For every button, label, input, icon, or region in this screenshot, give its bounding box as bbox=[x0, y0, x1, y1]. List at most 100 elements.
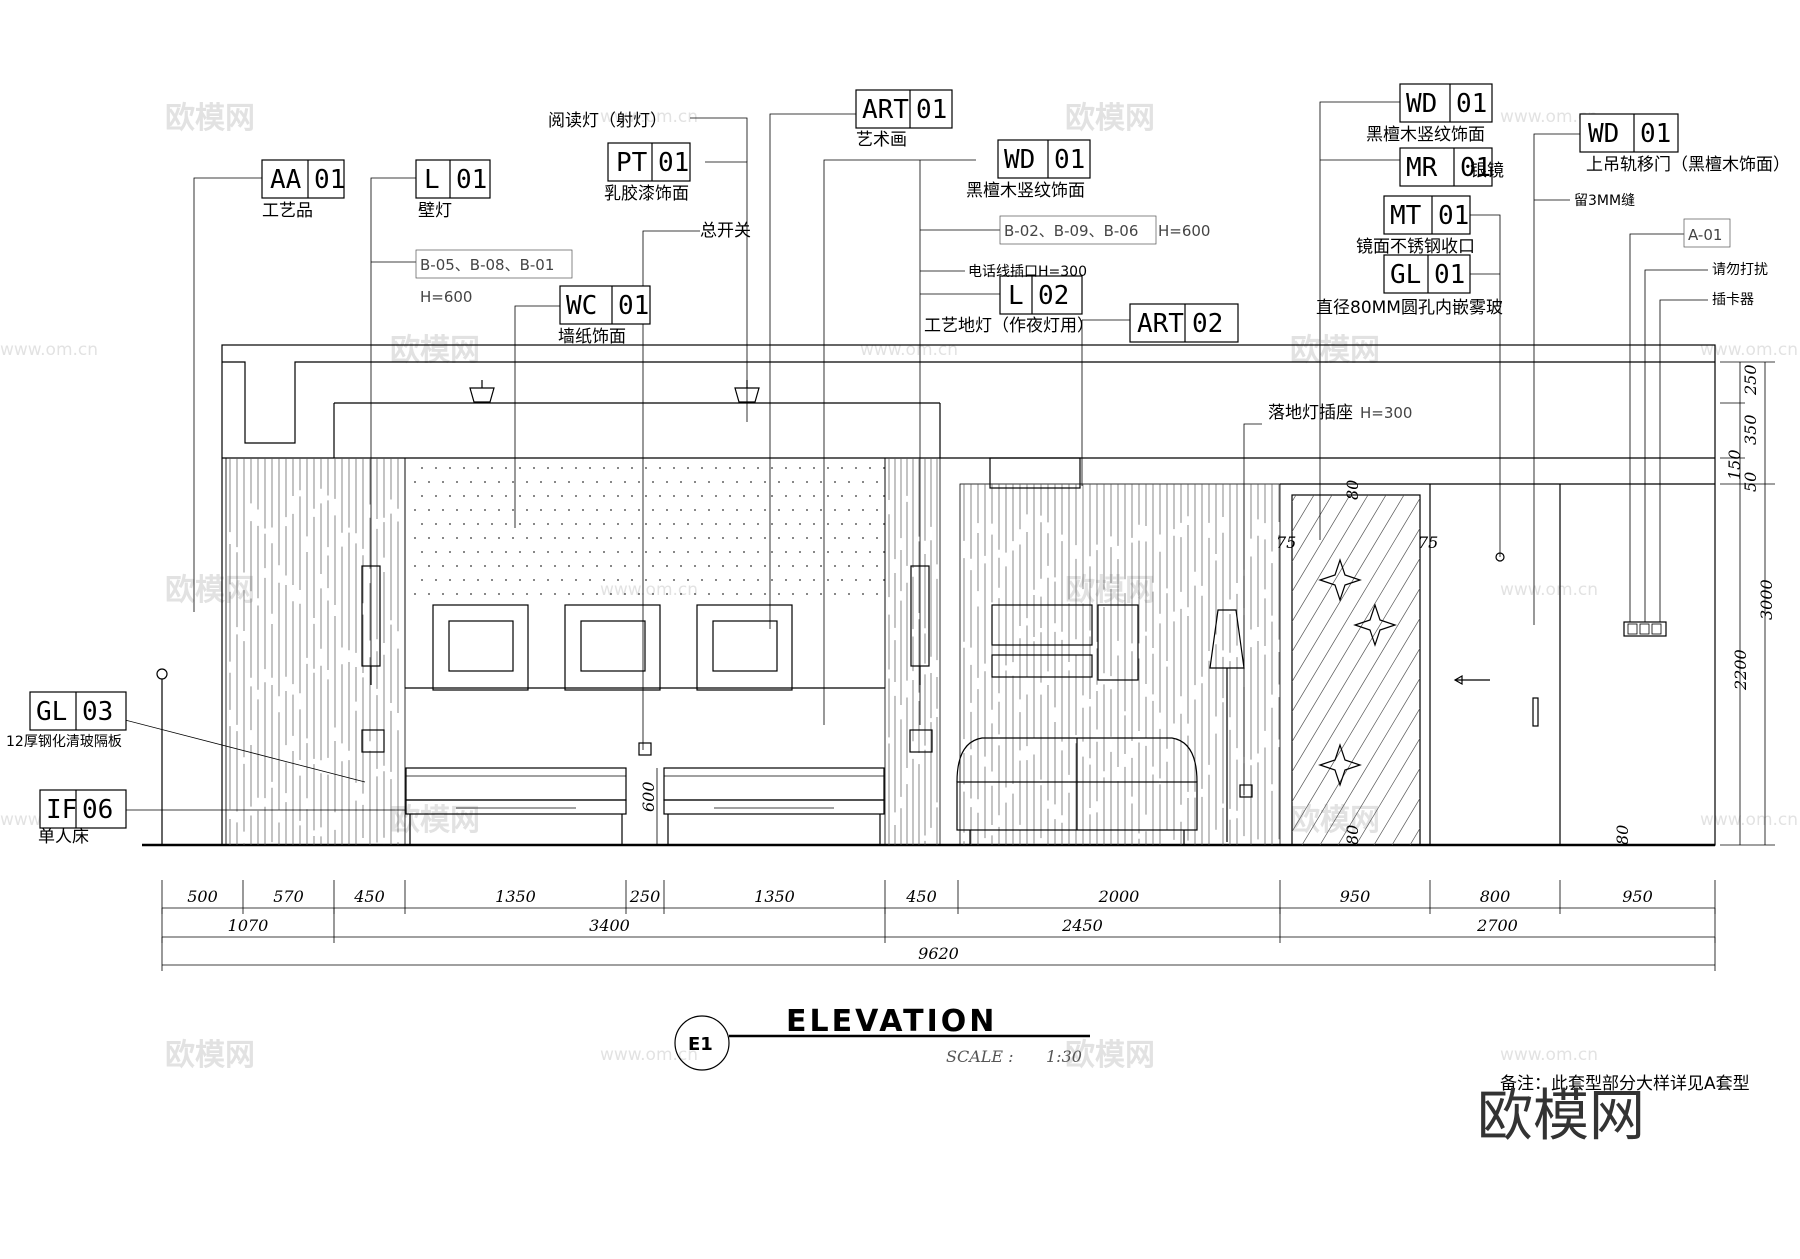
wallpaper-dot bbox=[687, 551, 689, 553]
wallpaper-dot bbox=[799, 551, 801, 553]
wallpaper-dot bbox=[575, 523, 577, 525]
wallpaper-dot bbox=[743, 523, 745, 525]
wallpaper-dot bbox=[757, 551, 759, 553]
wallpaper-dot bbox=[883, 467, 885, 469]
tag-l02: L 02 工艺地灯（作夜灯用） bbox=[924, 275, 1094, 336]
tag-label: 艺术画 bbox=[856, 130, 907, 150]
wallpaper-dot bbox=[834, 593, 836, 595]
wallpaper-dot bbox=[813, 495, 815, 497]
wallpaper-dot bbox=[470, 481, 472, 483]
dim-right-3000: 3000 bbox=[1757, 579, 1776, 620]
wallpaper-dot bbox=[883, 523, 885, 525]
wallpaper-dot bbox=[582, 593, 584, 595]
wallpaper-dot bbox=[442, 565, 444, 567]
wallpaper-dot bbox=[554, 509, 556, 511]
brand-logo: 欧模网 bbox=[1477, 1084, 1645, 1149]
mirror-hatch-line bbox=[1292, 557, 1420, 773]
card-holder-panel bbox=[1623, 621, 1667, 637]
wallpaper-dot bbox=[463, 551, 465, 553]
wallpaper-dot bbox=[834, 509, 836, 511]
wallpaper-dot bbox=[876, 481, 878, 483]
wallpaper-dot bbox=[540, 481, 542, 483]
material-tags: AA 01 工艺品 L 01 壁灯 WC 01 墙纸饰面 PT 01 乳胶漆饰面 bbox=[6, 83, 1790, 847]
wallpaper-dot bbox=[743, 551, 745, 553]
tag-code: GL bbox=[36, 697, 67, 727]
dim-row1-value: 450 bbox=[905, 887, 937, 906]
wallpaper-dot bbox=[771, 579, 773, 581]
wallpaper-dot bbox=[701, 495, 703, 497]
wallpaper-dot bbox=[841, 551, 843, 553]
wallpaper-dot bbox=[813, 467, 815, 469]
wallpaper-dot bbox=[827, 495, 829, 497]
wallpaper-dot bbox=[778, 481, 780, 483]
wallpaper-dot bbox=[834, 481, 836, 483]
wallpaper-dot bbox=[785, 579, 787, 581]
wallpaper-dot bbox=[638, 593, 640, 595]
wallpaper-dot bbox=[687, 579, 689, 581]
wallpaper-dot bbox=[631, 579, 633, 581]
wallpaper-dot bbox=[729, 551, 731, 553]
wallpaper-dot bbox=[603, 467, 605, 469]
wallpaper-dot bbox=[701, 523, 703, 525]
wallpaper-dot bbox=[652, 509, 654, 511]
wallpaper-dot bbox=[694, 593, 696, 595]
wallpaper-dot bbox=[855, 579, 857, 581]
wallpaper-dot bbox=[624, 509, 626, 511]
wallpaper-dot bbox=[743, 579, 745, 581]
wallpaper-dot bbox=[680, 537, 682, 539]
wallpaper-dot bbox=[463, 579, 465, 581]
wallpaper-dot bbox=[764, 565, 766, 567]
dim-local-80: 80 bbox=[1343, 480, 1362, 500]
tag-label: 直径80MM圆孔内嵌雾玻 bbox=[1316, 298, 1503, 318]
tag-code: IF bbox=[46, 795, 77, 825]
wallpaper-dot bbox=[638, 481, 640, 483]
wallpaper-dot bbox=[764, 481, 766, 483]
wallpaper-dot bbox=[554, 565, 556, 567]
mirror-hatch-line bbox=[1292, 495, 1333, 563]
wallpaper-dot bbox=[624, 481, 626, 483]
mirror-hatch-line bbox=[1292, 587, 1420, 803]
watermark: 欧模网 bbox=[1065, 573, 1155, 608]
tv-unit bbox=[989, 457, 1139, 681]
wallpaper-dot bbox=[820, 565, 822, 567]
tag-mr01: MR 01 银镜 bbox=[1399, 147, 1504, 187]
wallpaper-dot bbox=[652, 481, 654, 483]
tag-label: 壁灯 bbox=[418, 201, 452, 221]
dim-right-50: 50 bbox=[1741, 472, 1760, 492]
wallpaper-dot bbox=[799, 467, 801, 469]
wallpaper-dot bbox=[876, 565, 878, 567]
watermark-layer: 欧模网 欧模网 欧模网 欧模网 欧模网 欧模网 欧模网 欧模网 欧模网 欧模网 … bbox=[0, 101, 1798, 1073]
wallpaper-dot bbox=[841, 579, 843, 581]
tag-code: ART bbox=[1137, 309, 1184, 339]
wallpaper-dot bbox=[764, 509, 766, 511]
wallpaper-dot bbox=[638, 509, 640, 511]
wallpaper-dot bbox=[428, 593, 430, 595]
wallpaper-dot bbox=[736, 509, 738, 511]
mirror-hatch-line bbox=[1292, 527, 1420, 743]
wallpaper-dot bbox=[715, 579, 717, 581]
wallpaper-dot bbox=[547, 467, 549, 469]
mirror-hatch-line bbox=[1292, 495, 1297, 503]
wallpaper-dot bbox=[799, 495, 801, 497]
wallpaper-dot bbox=[463, 495, 465, 497]
wallpaper-dot bbox=[624, 565, 626, 567]
wallpaper-dot bbox=[596, 509, 598, 511]
wallpaper-dot bbox=[652, 593, 654, 595]
wallpaper-dot bbox=[806, 509, 808, 511]
watermark: 欧模网 bbox=[1290, 333, 1380, 368]
dim-local-600: 600 bbox=[639, 781, 658, 812]
wallpaper-dot bbox=[883, 551, 885, 553]
dim-row2-value: 2450 bbox=[1061, 916, 1103, 935]
wallpaper-dot bbox=[687, 467, 689, 469]
wallpaper-dot bbox=[708, 509, 710, 511]
wallpaper-dot bbox=[589, 579, 591, 581]
dim-local-75: 75 bbox=[1276, 533, 1296, 552]
leader-lines bbox=[124, 101, 1708, 811]
wallpaper-dot bbox=[827, 523, 829, 525]
dim-local-75: 75 bbox=[1418, 533, 1438, 552]
wallpaper-dot bbox=[540, 593, 542, 595]
wallpaper-dot bbox=[624, 593, 626, 595]
wallpaper-dot bbox=[729, 579, 731, 581]
wallpaper-dot bbox=[869, 579, 871, 581]
wallpaper-dot bbox=[862, 537, 864, 539]
